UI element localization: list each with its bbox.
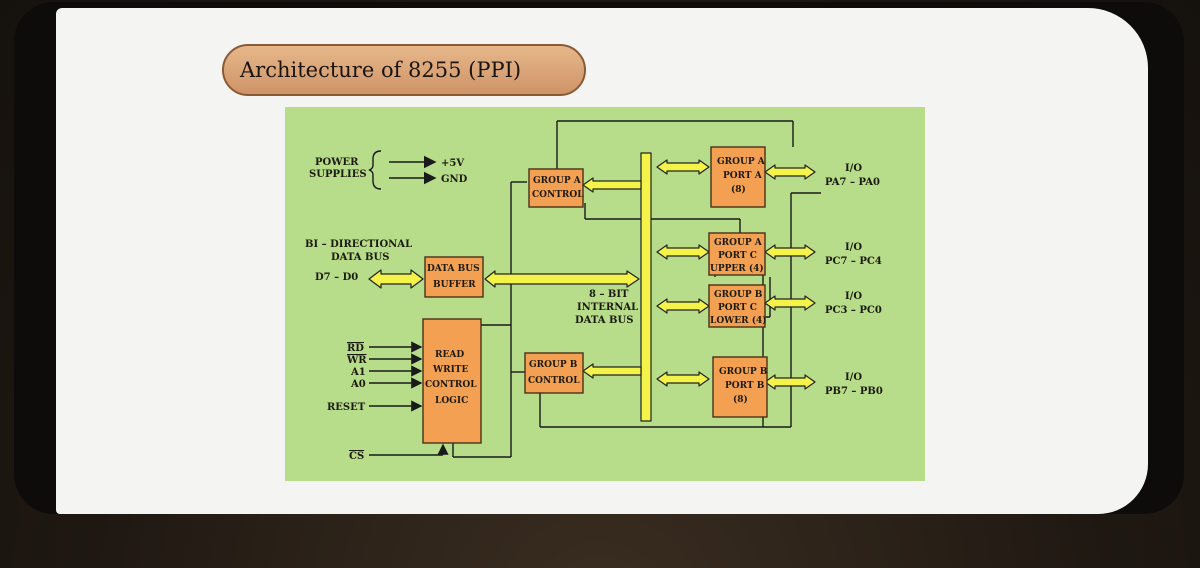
bidir-pins: D7 – D0 bbox=[315, 272, 358, 283]
bidir-label-2: DATA BUS bbox=[331, 252, 389, 263]
block-rw-line-3: CONTROL bbox=[425, 380, 477, 390]
bus-io-pa bbox=[764, 164, 816, 180]
bus-d7-d0 bbox=[368, 269, 424, 289]
power-label-1: POWER bbox=[315, 157, 359, 168]
bus-io-pb bbox=[764, 374, 816, 390]
block-data-buffer-line-1: DATA BUS bbox=[427, 264, 480, 274]
internal-bus-label-3: DATA BUS bbox=[575, 315, 633, 326]
block-gbc-line-1: GROUP B bbox=[529, 360, 578, 370]
bus-port-a bbox=[656, 159, 710, 175]
bus-io-pc-upper bbox=[764, 244, 816, 260]
block-group-b-control: GROUP B CONTROL bbox=[524, 352, 584, 394]
block-pb-line-1: GROUP B bbox=[719, 367, 768, 377]
power-supplies: POWER SUPPLIES +5V GND bbox=[309, 150, 468, 190]
pin-cs: CS bbox=[349, 451, 364, 462]
block-pcu-line-1: GROUP A bbox=[714, 238, 763, 248]
block-gbc-line-2: CONTROL bbox=[528, 376, 580, 386]
io-pcl-label: I/O bbox=[845, 291, 862, 302]
block-pcl-line-3: LOWER (4) bbox=[710, 315, 767, 326]
block-pa-line-3: (8) bbox=[731, 184, 746, 195]
block-pb-line-2: PORT B bbox=[725, 381, 765, 391]
pin-reset: RESET bbox=[327, 402, 366, 413]
block-gac-line-1: GROUP A bbox=[533, 176, 582, 186]
bidir-label-1: BI – DIRECTIONAL bbox=[305, 239, 412, 250]
block-pcu-line-2: PORT C bbox=[718, 251, 757, 261]
block-gac-line-2: CONTROL bbox=[532, 190, 584, 200]
block-pa-line-2: PORT A bbox=[723, 171, 763, 181]
io-pa-pins: PA7 – PA0 bbox=[825, 177, 880, 188]
block-group-a-control: GROUP A CONTROL bbox=[528, 168, 584, 208]
bus-group-b-control bbox=[582, 363, 642, 379]
bus-group-a-control bbox=[582, 177, 642, 193]
data-buses bbox=[368, 152, 816, 422]
control-pins: RD WR A1 A0 RESET CS bbox=[327, 341, 449, 462]
io-pb-pins: PB7 – PB0 bbox=[825, 386, 883, 397]
io-pa-label: I/O bbox=[845, 163, 862, 174]
v5-label: +5V bbox=[441, 158, 464, 169]
io-pcu-label: I/O bbox=[845, 242, 862, 253]
block-pb-line-3: (8) bbox=[733, 394, 748, 405]
architecture-diagram: POWER SUPPLIES +5V GND BI – DIRECTIONAL … bbox=[285, 107, 925, 481]
block-group-a-port-c-upper: GROUP A PORT C UPPER (4) bbox=[708, 232, 766, 276]
slide-title: Architecture of 8255 (PPI) bbox=[222, 44, 586, 96]
power-brace bbox=[368, 150, 382, 190]
gnd-label: GND bbox=[441, 174, 468, 185]
block-pcu-line-3: UPPER (4) bbox=[710, 263, 764, 274]
io-pb-label: I/O bbox=[845, 372, 862, 383]
block-data-bus-buffer: DATA BUS BUFFER bbox=[424, 256, 484, 298]
block-data-buffer-line-2: BUFFER bbox=[433, 280, 476, 290]
block-group-b-port-c-lower: GROUP B PORT C LOWER (4) bbox=[708, 284, 767, 328]
block-pcl-line-2: PORT C bbox=[718, 303, 757, 313]
bus-buffer-internal bbox=[484, 270, 640, 288]
io-pcu-pins: PC7 – PC4 bbox=[825, 256, 882, 267]
pin-wr: WR bbox=[346, 355, 367, 366]
block-rw-line-2: WRITE bbox=[432, 365, 468, 375]
pin-a1: A1 bbox=[350, 367, 366, 378]
internal-bus-label-2: INTERNAL bbox=[577, 302, 638, 313]
pin-a0: A0 bbox=[350, 379, 366, 390]
bus-port-b bbox=[656, 371, 710, 387]
internal-bus-label-1: 8 – BIT bbox=[589, 289, 629, 300]
internal-bus-vertical bbox=[640, 152, 652, 422]
io-pcl-pins: PC3 – PC0 bbox=[825, 305, 882, 316]
block-rw-line-4: LOGIC bbox=[435, 396, 468, 406]
block-pa-line-1: GROUP A bbox=[717, 157, 766, 167]
block-pcl-line-1: GROUP B bbox=[714, 290, 763, 300]
block-rw-line-1: READ bbox=[435, 350, 464, 360]
block-read-write-control-logic: READ WRITE CONTROL LOGIC bbox=[422, 318, 482, 444]
pin-rd: RD bbox=[347, 343, 364, 354]
io-labels: I/O PA7 – PA0 I/O PC7 – PC4 I/O PC3 – PC… bbox=[825, 163, 883, 397]
block-group-a-port-a: GROUP A PORT A (8) bbox=[710, 146, 766, 208]
block-group-b-port-b: GROUP B PORT B (8) bbox=[712, 356, 768, 418]
bus-io-pc-lower bbox=[764, 295, 816, 311]
power-label-2: SUPPLIES bbox=[309, 169, 367, 180]
diagram-background bbox=[285, 107, 925, 481]
